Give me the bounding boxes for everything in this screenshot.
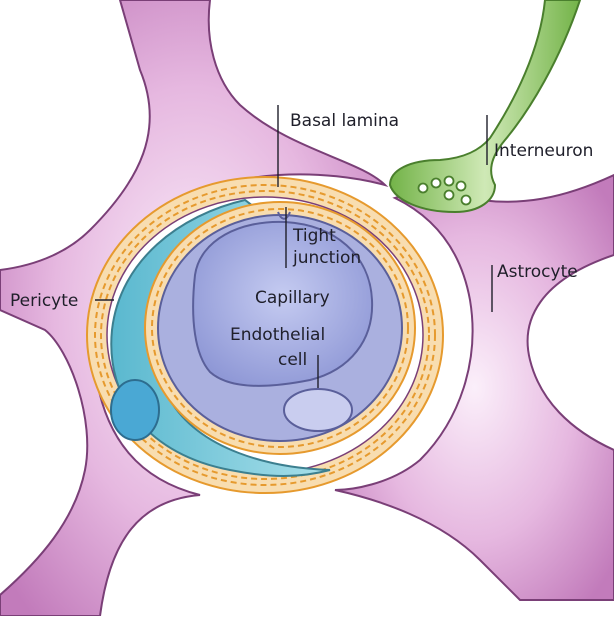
interneuron-cell xyxy=(390,0,580,212)
label-tight-junction-1: Tight xyxy=(292,226,336,246)
label-interneuron: Interneuron xyxy=(494,141,593,161)
label-tight-junction-2: junction xyxy=(292,248,361,268)
label-capillary: Capillary xyxy=(255,288,330,308)
label-endothelial-1: Endothelial xyxy=(230,325,325,345)
label-endothelial-2: cell xyxy=(278,350,307,370)
label-astrocyte: Astrocyte xyxy=(497,262,578,282)
label-pericyte: Pericyte xyxy=(10,291,78,311)
label-basal-lamina: Basal lamina xyxy=(290,111,399,131)
